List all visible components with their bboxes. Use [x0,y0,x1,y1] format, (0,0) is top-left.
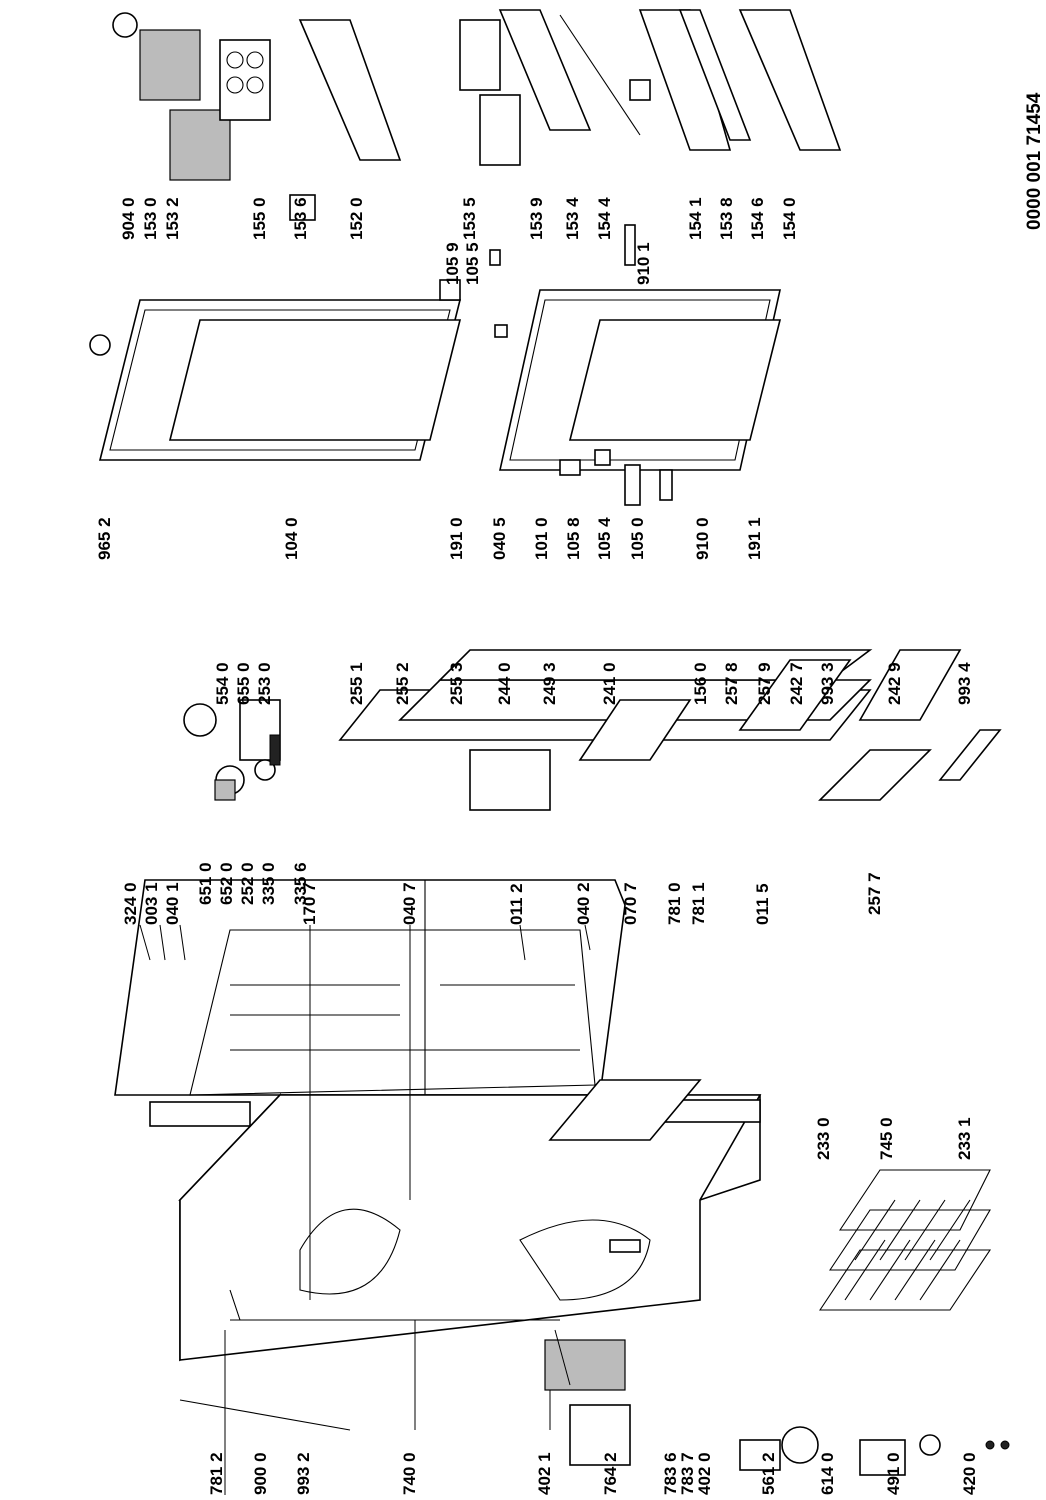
part-label: 153 4 [563,197,582,240]
door-upper [98,299,462,461]
part-label: 655 0 [234,662,253,705]
part-label: 105 8 [564,517,583,560]
part-label: 900 0 [251,1452,270,1495]
part-label: 253 0 [255,662,274,705]
part-label: 153 5 [460,197,479,240]
part-label: 011 5 [753,883,772,925]
part-label: 244 0 [495,662,514,705]
part-label: 105 5 [463,242,482,285]
part-label: 993 2 [294,1452,313,1495]
labels-col3: 651 0 652 0 252 0 335 0 335 6 554 0 655 … [196,662,974,915]
door-lower [499,289,782,471]
part-label: 191 0 [447,517,466,560]
part-label: 154 1 [686,197,705,240]
part-label: 257 8 [722,662,741,705]
part-label: 993 4 [955,662,974,705]
condenser-tube [179,1289,560,1431]
labels-col4: 965 2 104 0 191 0 040 5 101 0 105 8 105 … [95,242,764,560]
part-label: 993 3 [818,662,837,705]
part-label: 561 2 [759,1452,778,1495]
part-label: 233 0 [814,1117,833,1160]
part-label: 651 0 [196,862,215,905]
part-label: 910 0 [693,517,712,560]
interior-shelves [338,649,873,1141]
door-bins [112,9,842,221]
crisper-drawers [578,649,1002,801]
part-label: 105 0 [628,517,647,560]
part-label: 152 0 [347,197,366,240]
part-label: 554 0 [213,662,232,705]
wire-shelves [818,1169,992,1311]
part-label: 233 1 [955,1117,974,1160]
part-label: 242 7 [787,662,806,705]
part-label: 402 0 [695,1452,714,1495]
part-label: 740 0 [400,1452,419,1495]
part-label: 154 0 [780,197,799,240]
part-label: 335 6 [291,862,310,905]
labels-col2b: 233 0 745 0 233 1 [814,1117,974,1160]
part-label: 965 2 [95,517,114,560]
part-label: 242 9 [885,662,904,705]
labels-col5: 904 0 153 0 153 2 155 0 153 6 152 0 153 … [119,197,799,240]
part-label: 003 1 [142,882,161,925]
part-label: 255 2 [393,662,412,705]
document-code: 0000 001 71454 [1024,92,1045,230]
part-label: 910 1 [634,242,653,285]
cabinet-body [114,879,762,1362]
part-label: 335 0 [259,862,278,905]
part-label: 104 0 [282,517,301,560]
part-label: 491 0 [884,1452,903,1495]
part-label: 255 3 [447,662,466,705]
leader-lines [139,924,591,1495]
part-label: 614 0 [818,1452,837,1495]
part-label: 040 2 [574,882,593,925]
compressor-parts [544,1239,1010,1476]
part-label: 249 3 [540,662,559,705]
part-label: 241 0 [600,662,619,705]
part-label: 783 7 [678,1452,697,1495]
part-label: 154 6 [748,197,767,240]
part-label: 781 1 [689,882,708,925]
part-label: 257 9 [755,662,774,705]
part-label: 155 0 [250,197,269,240]
part-label: 101 0 [532,517,551,560]
part-label: 040 5 [490,517,509,560]
part-label: 153 0 [141,197,160,240]
part-label: 402 1 [535,1452,554,1495]
part-label: 153 2 [163,197,182,240]
labels-col1: 781 2 900 0 993 2 740 0 402 1 764 2 783 … [207,1452,979,1495]
part-label: 781 2 [207,1452,226,1495]
part-label: 652 0 [217,862,236,905]
part-label: 153 8 [717,197,736,240]
part-label: 154 4 [595,197,614,240]
part-label: 191 1 [745,517,764,560]
part-label: 257 7 [865,872,884,915]
door-hinges [89,224,673,506]
part-label: 105 4 [595,517,614,560]
part-label: 011 2 [507,883,526,925]
part-label: 105 9 [443,242,462,285]
part-label: 252 0 [238,862,257,905]
part-label: 040 1 [163,882,182,925]
part-label: 781 0 [665,882,684,925]
thermostat-parts [183,699,281,801]
part-label: 156 0 [691,662,710,705]
labels-col2a: 324 0 003 1 040 1 170 7 040 7 011 2 040 … [121,882,772,925]
part-label: 070 7 [621,882,640,925]
part-label: 764 2 [601,1452,620,1495]
part-label: 153 6 [291,197,310,240]
part-label: 783 6 [661,1452,680,1495]
part-label: 904 0 [119,197,138,240]
part-label: 153 9 [527,197,546,240]
part-label: 040 7 [400,882,419,925]
part-label: 420 0 [960,1452,979,1495]
part-label: 324 0 [121,882,140,925]
part-label: 745 0 [877,1117,896,1160]
part-label: 170 7 [300,882,319,925]
part-label: 255 1 [347,662,366,705]
